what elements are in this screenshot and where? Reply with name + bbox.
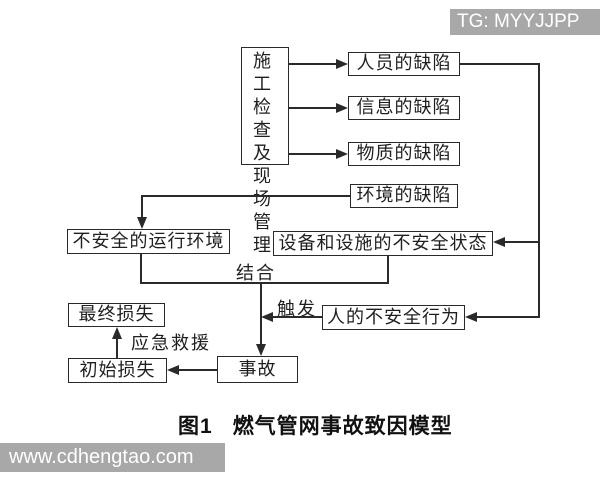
watermark-top-right: TG: MYYJJPP [450,9,600,35]
node-information-defect: 信息的缺陷 [348,96,460,120]
arrowhead-accident-initialloss [167,365,179,375]
node-environment-defect: 环境的缺陷 [350,184,458,208]
connector-rightloop-behavior [477,316,540,318]
arrowhead-rightloop-behavior [465,312,477,322]
connector-mgmt-information [288,107,337,109]
node-unsafe-equipment-state: 设备和设施的不安全状态 [273,231,493,256]
figure-caption-label: 图1 [178,415,213,438]
arrowhead-initialloss-finalloss [112,327,122,339]
connector-initialloss-finalloss [116,339,118,358]
connector-personnel-rightloop [460,63,540,65]
connector-envdefect-vertical [141,195,143,218]
arrowhead-mgmt-information [336,103,348,113]
connector-trigger [273,316,322,318]
node-accident: 事故 [217,356,298,383]
connector-mgmt-personnel [288,63,337,65]
connector-rightloop-vertical [538,63,540,318]
node-construction-inspection-management: 施工检查及现场管理 [241,47,289,255]
node-unsafe-human-behavior: 人的不安全行为 [322,305,465,330]
connector-combine-horizontal [140,282,389,284]
node-unsafe-operating-environment: 不安全的运行环境 [67,229,230,254]
connector-accident-initialloss [179,369,217,371]
node-initial-loss: 初始损失 [68,358,167,383]
connector-mgmt-material [288,153,337,155]
arrowhead-combine-accident [256,344,266,356]
node-final-loss: 最终损失 [68,303,165,327]
connector-rightloop-equipstate [505,241,540,243]
arrowhead-mgmt-material [336,149,348,159]
edge-label-trigger: 触发 [277,299,317,319]
figure-caption: 图1 燃气管网事故致因模型 [178,410,453,440]
arrowhead-trigger [261,312,273,322]
connector-equipstate-drop [387,255,389,283]
arrowhead-mgmt-personnel [336,59,348,69]
connector-envdefect-horizontal [142,195,350,197]
node-personnel-defect: 人员的缺陷 [348,52,460,76]
edge-label-emergency-rescue: 应急救援 [131,333,211,353]
node-material-defect: 物质的缺陷 [348,142,460,166]
connector-unsafeenv-drop [140,254,142,283]
arrowhead-rightloop-equipstate [493,237,505,247]
edge-label-combine: 结合 [236,263,276,283]
arrowhead-envdefect-unsafeenv [137,217,147,229]
watermark-bottom-left: www.cdhengtao.com [0,443,225,472]
figure-caption-title: 燃气管网事故致因模型 [232,415,453,438]
